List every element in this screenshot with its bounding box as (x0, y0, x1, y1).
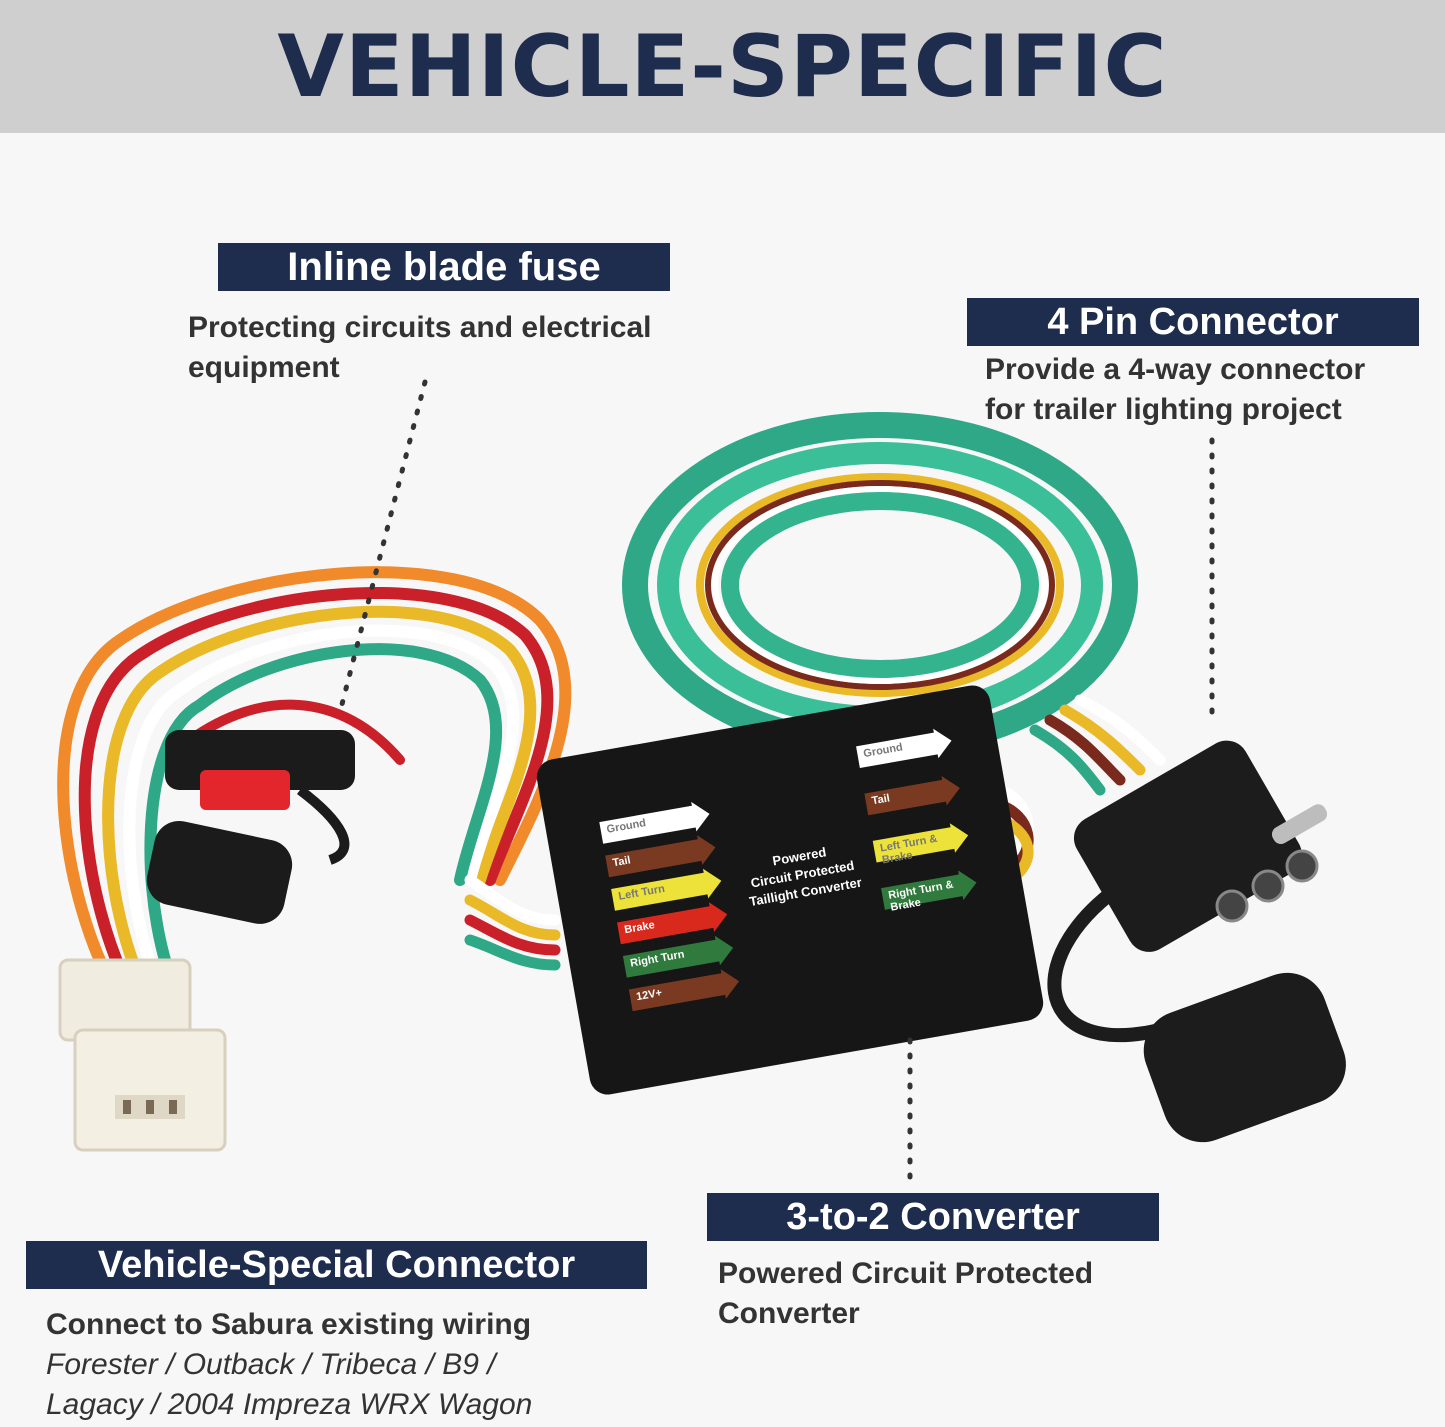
vehicle-title-badge: Vehicle-Special Connector (26, 1241, 647, 1289)
right-arrow-label-4: Right Turn & Brake (887, 878, 955, 914)
fuse-desc-line-1: Protecting circuits and electrical (188, 311, 652, 344)
converter-desc-line-2: Converter (718, 1297, 860, 1330)
right-arrow-2: Tail (864, 773, 963, 816)
fuse-title-badge: Inline blade fuse (218, 243, 670, 291)
page-title: VEHICLE-SPECIFIC (277, 16, 1168, 117)
converter-desc-line-1: Powered Circuit Protected (718, 1257, 1094, 1290)
vehicle-models-line-2: Lagacy / 2004 Impreza WRX Wagon (46, 1388, 533, 1421)
four-pin-connector-icon (1047, 740, 1346, 1143)
converter-input-wires-icon (464, 874, 561, 971)
leader-lines (337, 379, 1215, 1183)
green-wire-coil-icon (622, 412, 1138, 758)
left-arrow-2: Tail (605, 832, 719, 878)
vehicle-title: Vehicle-Special Connector (97, 1243, 576, 1286)
right-arrow-label-3: Left Turn & Brake (879, 832, 939, 867)
converter-center-text: Powered Circuit Protected Taillight Conv… (729, 836, 876, 913)
left-harness-wires-icon (57, 566, 572, 1006)
pin4-title-badge: 4 Pin Connector (967, 298, 1419, 346)
left-arrow-4: Brake (617, 899, 730, 945)
converter-title-badge: 3-to-2 Converter (707, 1193, 1159, 1241)
fuse-description: Protecting circuits and electrical equip… (188, 308, 652, 388)
converter-title: 3-to-2 Converter (786, 1195, 1080, 1238)
vehicle-models-line-1: Forester / Outback / Tribeca / B9 / (46, 1348, 496, 1381)
left-arrow-5: Right Turn (622, 932, 736, 978)
vehicle-desc-line: Connect to Sabura existing wiring (46, 1308, 532, 1341)
fuse-title: Inline blade fuse (287, 244, 601, 289)
vehicle-description: Connect to Sabura existing wiring Forest… (46, 1305, 532, 1425)
pin4-description: Provide a 4-way connector for trailer li… (985, 350, 1365, 430)
pin4-desc-line-2: for trailer lighting project (985, 393, 1342, 426)
header-banner: VEHICLE-SPECIFIC (0, 0, 1445, 133)
left-arrow-3: Left Turn (611, 866, 724, 911)
inline-fuse-icon (146, 730, 355, 924)
left-arrow-1: Ground (599, 799, 713, 844)
vehicle-connector-icon (58, 958, 227, 1152)
fuse-leader-line (337, 379, 428, 715)
fuse-desc-line-2: equipment (188, 351, 340, 384)
pin4-desc-line-1: Provide a 4-way connector (985, 353, 1366, 386)
pin4-title: 4 Pin Connector (1047, 300, 1339, 343)
right-arrow-1: Ground (856, 725, 955, 769)
left-arrow-6: 12V+ (628, 966, 742, 1012)
right-arrow-4: Right Turn & Brake (881, 867, 980, 914)
converter-description: Powered Circuit Protected Converter (718, 1254, 1093, 1334)
right-arrow-3: Left Turn & Brake (872, 820, 971, 866)
